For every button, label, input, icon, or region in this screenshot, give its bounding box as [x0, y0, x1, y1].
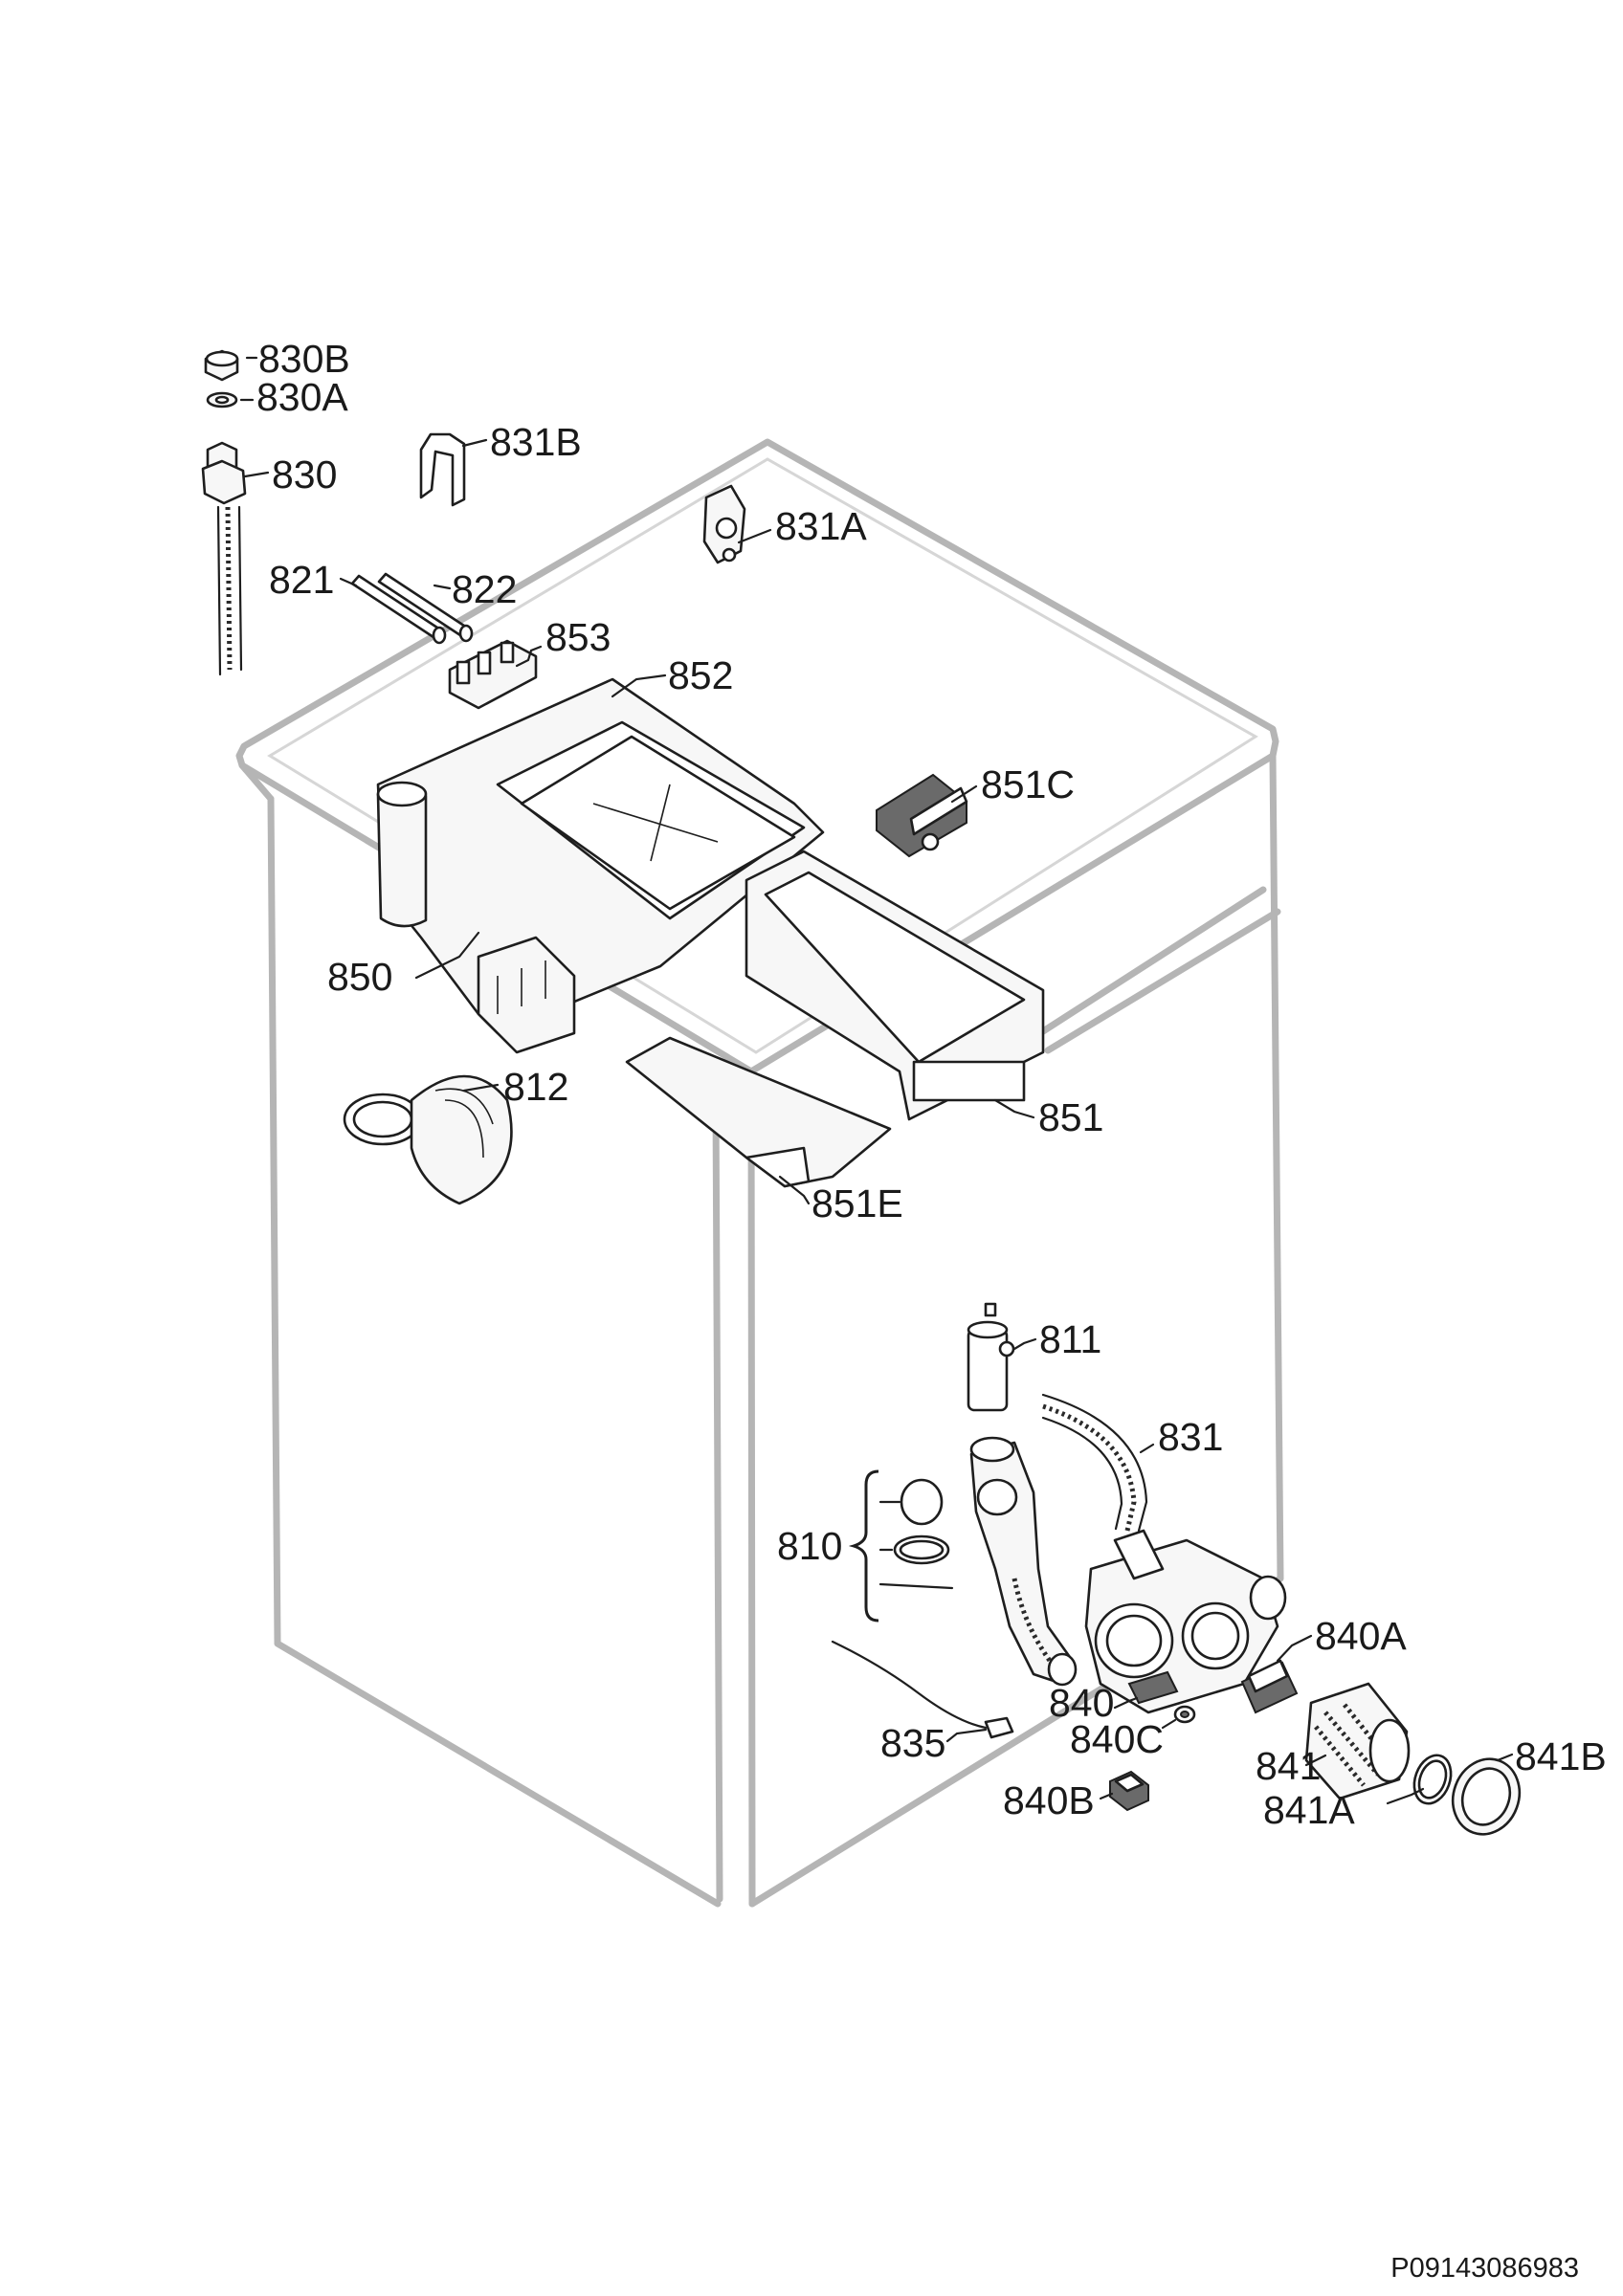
dispenser-assembly — [376, 677, 1045, 1188]
inlet-hose-830 — [201, 349, 247, 676]
nut-840c — [1173, 1705, 1196, 1724]
inner-hoses-821-822 — [350, 572, 474, 645]
label-830b: 830B — [258, 337, 350, 381]
label-831: 831 — [1158, 1415, 1223, 1459]
sump-hose-810 — [893, 1436, 1078, 1687]
label-853: 853 — [545, 615, 611, 659]
label-822: 822 — [452, 567, 517, 611]
filter-seal-841a — [1412, 1754, 1453, 1805]
label-851c: 851C — [981, 762, 1075, 806]
label-840b: 840B — [1003, 1778, 1095, 1822]
label-841: 841 — [1256, 1744, 1321, 1788]
pump-cover-840a — [1240, 1659, 1299, 1714]
wire-835 — [831, 1640, 1014, 1739]
label-841a: 841A — [1263, 1788, 1355, 1832]
filter-841 — [1304, 1682, 1411, 1800]
label-850: 850 — [327, 955, 392, 999]
label-851: 851 — [1038, 1095, 1103, 1139]
inlet-valve-853 — [448, 639, 538, 710]
label-821: 821 — [269, 558, 334, 602]
bracket-831a — [702, 484, 746, 564]
label-852: 852 — [668, 653, 733, 697]
label-840a: 840A — [1315, 1614, 1407, 1658]
label-830a: 830A — [256, 375, 348, 419]
drain-pump-840 — [1084, 1529, 1287, 1714]
label-812: 812 — [503, 1065, 568, 1109]
part-labels: 830B 830A 830 831B 831A 821 822 853 852 … — [256, 337, 1607, 1832]
label-811: 811 — [1039, 1317, 1101, 1361]
drain-hose-831 — [1041, 1393, 1148, 1533]
hose-clip-831b — [419, 432, 466, 507]
drawing-code: P09143086983 — [1390, 2253, 1579, 2284]
label-810: 810 — [777, 1524, 842, 1568]
label-831a: 831A — [775, 504, 867, 548]
label-841b: 841B — [1515, 1734, 1607, 1778]
leader-lines — [239, 356, 1514, 1805]
dispenser-handle-851c — [876, 773, 968, 858]
air-chamber-811 — [967, 1302, 1015, 1412]
foot-840b — [1109, 1770, 1149, 1812]
cabinet-outline — [235, 438, 1284, 1908]
label-831b: 831B — [490, 420, 582, 464]
filter-cap-841b — [1451, 1757, 1522, 1836]
label-840c: 840C — [1070, 1717, 1164, 1761]
bellows-hose-812 — [343, 1074, 513, 1205]
label-851e: 851E — [812, 1181, 903, 1225]
label-835: 835 — [880, 1721, 945, 1765]
label-830: 830 — [272, 453, 337, 497]
label-840: 840 — [1049, 1681, 1114, 1725]
